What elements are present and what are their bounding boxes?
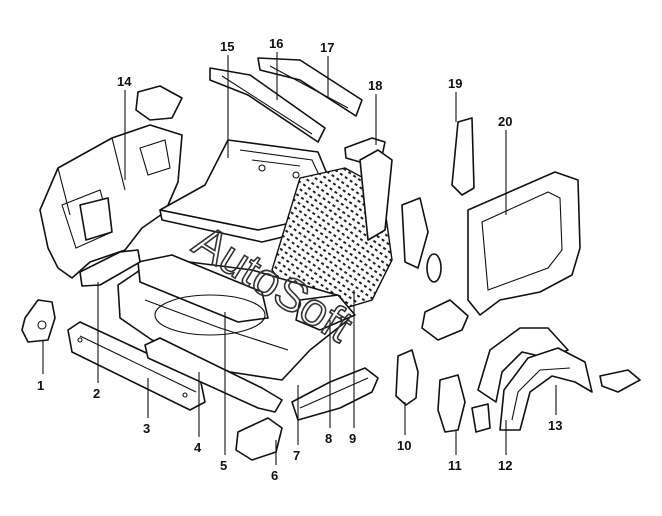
callout-3: 3	[143, 421, 150, 436]
callout-16: 16	[269, 36, 283, 51]
callout-18: 18	[368, 78, 382, 93]
callout-20: 20	[498, 114, 512, 129]
callout-labels: 1 2 3 4 5 6 7 8 9 10 11 12 13 14 15 16 1…	[37, 36, 562, 483]
part-8-reinforcement	[295, 294, 356, 331]
callout-5: 5	[220, 458, 227, 473]
callout-13: 13	[548, 418, 562, 433]
callout-1: 1	[37, 378, 44, 393]
callout-8: 8	[325, 431, 332, 446]
callout-15: 15	[220, 39, 234, 54]
callout-11: 11	[448, 458, 462, 473]
callout-9: 9	[349, 431, 356, 446]
part-small-clips	[421, 253, 641, 393]
part-3-crossmember	[67, 321, 206, 411]
callout-4: 4	[194, 440, 202, 455]
callout-14: 14	[117, 74, 132, 89]
part-2-side-bracket	[79, 249, 141, 287]
callout-2: 2	[93, 386, 100, 401]
part-6-end-bracket	[235, 417, 283, 461]
leader-lines	[42, 52, 557, 465]
callout-7: 7	[293, 448, 300, 463]
callout-12: 12	[498, 458, 512, 473]
part-17-roof-rear-rail-outer	[257, 57, 363, 117]
part-16-roof-rear-rail	[209, 67, 326, 143]
part-4-rear-longitudinal	[144, 337, 283, 413]
callout-6: 6	[271, 468, 278, 483]
part-20-rear-quarter-outer	[467, 171, 581, 316]
part-9-rear-floor-panel	[271, 149, 393, 313]
part-13-outer-wheel-arch	[499, 347, 593, 431]
part-1-mount-bracket	[21, 299, 56, 343]
part-11-pillar-reinforcement	[437, 374, 491, 433]
callout-17: 17	[320, 40, 334, 55]
callout-19: 19	[448, 76, 462, 91]
part-7-floor-side-member	[291, 367, 379, 421]
callout-10: 10	[397, 438, 411, 453]
part-10-inner-bracket	[395, 197, 429, 406]
part-14-left-quarter-inner	[39, 85, 183, 279]
part-19-c-pillar	[451, 117, 475, 196]
